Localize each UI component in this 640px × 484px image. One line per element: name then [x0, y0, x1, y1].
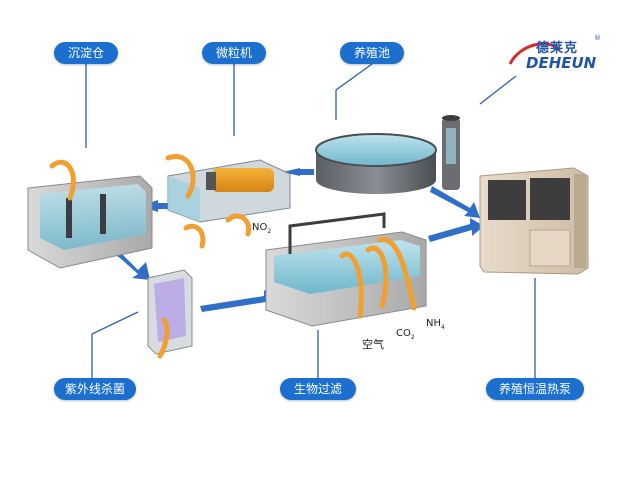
microfilter-unit — [167, 159, 291, 223]
culture-pond-tower-top — [442, 115, 460, 121]
leader-culture-pond — [335, 63, 373, 120]
flow-arrow-filter-to-settle-shaft — [158, 203, 176, 209]
leader-uv — [91, 311, 139, 378]
label-heat-pump: 养殖恒温热泵 — [486, 378, 584, 400]
water-arrow-4 — [183, 223, 206, 249]
chem-co2: CO2 — [396, 328, 415, 341]
water-arrow-2 — [165, 154, 196, 199]
brand-logo-cn: 德莱克 — [536, 41, 579, 56]
water-arrow-3 — [225, 213, 252, 237]
flow-arrow-pond-to-filter — [282, 168, 300, 176]
culture-pond-tower-window — [446, 128, 456, 164]
chem-co2-base: CO — [396, 328, 411, 339]
heat-pump-grille — [529, 229, 571, 267]
brand-logo-reg: ® — [594, 34, 601, 42]
chem-nh4-base: NH — [426, 318, 441, 329]
sedimentation-tank — [27, 175, 153, 269]
flow-arrow-bio-to-hp — [428, 218, 484, 242]
water-arrow-5 — [157, 317, 170, 359]
flow-arrows — [108, 168, 484, 312]
water-arrow-1 — [49, 159, 76, 201]
flow-arrow-settle-to-uv — [108, 250, 150, 280]
water-arrow-7 — [365, 245, 389, 309]
label-uv-sterilizer: 紫外线杀菌 — [54, 378, 136, 400]
chem-nh4-sub: 4 — [441, 324, 445, 331]
biofilter-pipe — [288, 212, 386, 254]
sedimentation-baffle-2 — [100, 194, 106, 234]
sedimentation-baffle-1 — [66, 198, 72, 238]
chem-no2-base: NO — [252, 222, 268, 233]
heat-pump-side — [574, 174, 586, 268]
heat-pump-unit — [479, 167, 589, 275]
heat-pump-fan-left — [488, 180, 526, 220]
label-biofilter: 生物过滤 — [280, 378, 356, 400]
culture-pond-water — [315, 133, 437, 167]
uv-sterilizer-lamp-chamber — [154, 278, 186, 342]
leader-lines — [85, 63, 536, 378]
uv-sterilizer — [147, 269, 193, 355]
label-culture-pond: 养殖池 — [340, 42, 404, 64]
label-microfilter: 微粒机 — [202, 42, 266, 64]
chem-co2-sub: 2 — [410, 334, 415, 341]
leader-brand — [479, 75, 517, 105]
brand-logo: 德莱克 DEHEUN ® — [508, 34, 604, 76]
microfilter-motor — [206, 172, 216, 190]
flow-arrow-pond-to-hp — [430, 186, 480, 218]
water-flow-arrows — [49, 154, 417, 359]
flow-arrow-uv-to-bio — [200, 290, 278, 312]
brand-logo-en: DEHEUN — [526, 54, 597, 72]
microfilter-drum — [212, 168, 274, 192]
brand-logo-swoosh — [508, 42, 562, 65]
chem-no2-sub: 2 — [267, 228, 272, 235]
chem-nh4: NH4 — [426, 318, 445, 331]
flow-arrow-pond-to-filter-shaft — [300, 169, 314, 175]
biofilter-tank — [265, 212, 427, 327]
label-sedimentation: 沉淀仓 — [54, 42, 118, 64]
chem-no2: NO2 — [252, 222, 271, 235]
water-arrow-8 — [377, 237, 417, 311]
water-arrow-6 — [339, 251, 364, 319]
heat-pump-fan-right — [530, 178, 570, 220]
chem-air: 空气 — [362, 338, 384, 351]
culture-pond — [315, 115, 460, 194]
